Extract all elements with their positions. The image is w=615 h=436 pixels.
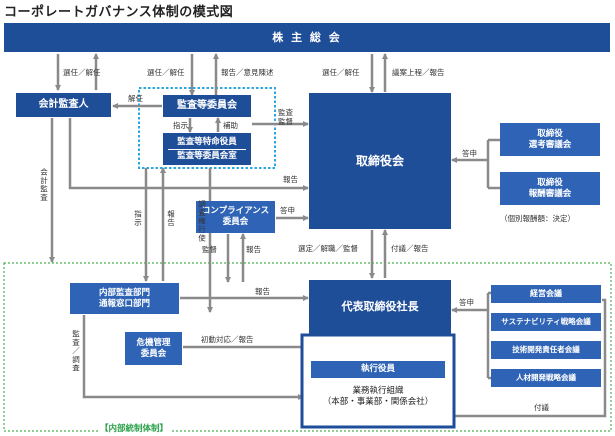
internal-audit-label: 内部監査部門 通報窓口部門 — [98, 287, 150, 309]
label-supervise: 監督 — [202, 245, 217, 254]
label-consult-nominations: 答申 — [462, 149, 477, 158]
arrow-president-councils-refer — [455, 298, 607, 418]
label-report-auditor-board: 報告 — [283, 175, 298, 184]
tech-council-box: 技術開発責任者会議 — [491, 341, 601, 359]
label-assist: 補助 — [223, 121, 238, 130]
management-council-label: 経営会議 — [530, 289, 562, 298]
remuneration-committee-box: 取締役 報酬審議会 — [500, 172, 600, 205]
shareholders-meeting-box: 株 主 総 会 — [4, 23, 610, 52]
compliance-committee-label: コンプライアンス 委員会 — [201, 206, 270, 227]
accounting-auditor-label: 会計監査人 — [38, 98, 89, 110]
sustainability-council-label: サステナビリティ戦略会議 — [501, 317, 591, 327]
remuneration-note: （個別報酬額：決定） — [500, 214, 575, 223]
remuneration-committee-label: 取締役 報酬審議会 — [528, 177, 572, 199]
accounting-auditor-box: 会計監査人 — [16, 93, 111, 117]
label-report-internal-audit: 報告 — [166, 210, 176, 227]
label-report-compliance: 報告 — [246, 245, 261, 254]
president-box: 代表取締役社長 — [309, 280, 451, 334]
page-title: コーポレートガバナンス体制の模式図 — [4, 5, 234, 20]
audit-support-officer-label: 監査等特命役員 — [168, 137, 246, 150]
audit-committee-office-label: 監査等委員会室 — [177, 150, 237, 161]
hr-council-label: 人材開発戦略会議 — [516, 373, 576, 383]
audit-committee-box: 監査等委員会 — [163, 95, 251, 117]
board-label: 取締役会 — [355, 153, 404, 168]
label-consult-councils: 答申 — [459, 298, 474, 307]
label-elect-dismiss-board: 選任／解任 — [322, 68, 360, 77]
label-appoint-supervise: 選定／解職／監督 — [298, 244, 358, 253]
label-report-opinion: 報告／意見陳述 — [221, 68, 274, 77]
label-investigation: 調査権行使 — [197, 200, 207, 243]
tech-council-label: 技術開発責任者会議 — [512, 345, 580, 355]
label-response-report: 初動対応／報告 — [201, 335, 254, 344]
business-org-label: 業務執行組織 （本部・事業部・関係会社） — [322, 386, 434, 407]
label-consult-compliance: 答申 — [280, 206, 295, 215]
internal-control-label: 【内部統制体制】 — [98, 422, 171, 434]
label-instruct-internal: 指示 — [133, 210, 143, 227]
label-refer-report: 付議／報告 — [391, 244, 429, 253]
president-label: 代表取締役社長 — [341, 300, 419, 314]
label-proposal-report: 議案上程／報告 — [392, 68, 445, 77]
audit-committee-office-box: 監査等特命役員 監査等委員会室 — [163, 133, 251, 165]
management-council-box: 経営会議 — [491, 285, 601, 303]
label-instruct-office: 指示 — [173, 121, 188, 130]
label-report-internal-president: 報告 — [255, 287, 270, 296]
label-elect-dismiss-auditor: 選任／解任 — [63, 68, 101, 77]
internal-audit-box: 内部監査部門 通報窓口部門 — [70, 283, 179, 314]
sustainability-council-box: サステナビリティ戦略会議 — [491, 313, 601, 331]
board-box: 取締役会 — [309, 93, 451, 229]
risk-committee-box: 危機管理 委員会 — [125, 332, 182, 365]
compliance-committee-box: コンプライアンス 委員会 — [196, 201, 275, 233]
audit-committee-frame — [138, 87, 276, 169]
hr-council-box: 人材開発戦略会議 — [491, 369, 601, 387]
label-refer: 付議 — [534, 403, 549, 412]
executive-officers-box: 執行役員 — [311, 361, 445, 378]
label-audit-investigate: 監査／調査 — [71, 330, 81, 373]
label-accounting-audit: 会計監査 — [39, 168, 49, 202]
nomination-committee-box: 取締役 選考審議会 — [500, 123, 600, 156]
label-dismiss: 解任 — [128, 94, 143, 103]
risk-committee-label: 危機管理 委員会 — [136, 337, 171, 359]
president-inner-frame — [300, 333, 456, 429]
business-org-box: 業務執行組織 （本部・事業部・関係会社） — [306, 382, 450, 412]
audit-committee-label: 監査等委員会 — [177, 99, 237, 111]
arrow-internal-business-audit — [82, 315, 304, 400]
label-elect-dismiss-audit: 選任／解任 — [147, 68, 185, 77]
executive-officers-label: 執行役員 — [360, 364, 395, 375]
arrow-auditor-board-report — [68, 118, 309, 191]
label-audit-supervise: 監査 監督 — [278, 108, 293, 126]
internal-control-frame — [3, 262, 612, 432]
shareholders-meeting-label: 株 主 総 会 — [272, 30, 342, 44]
nomination-committee-label: 取締役 選考審議会 — [528, 128, 572, 150]
